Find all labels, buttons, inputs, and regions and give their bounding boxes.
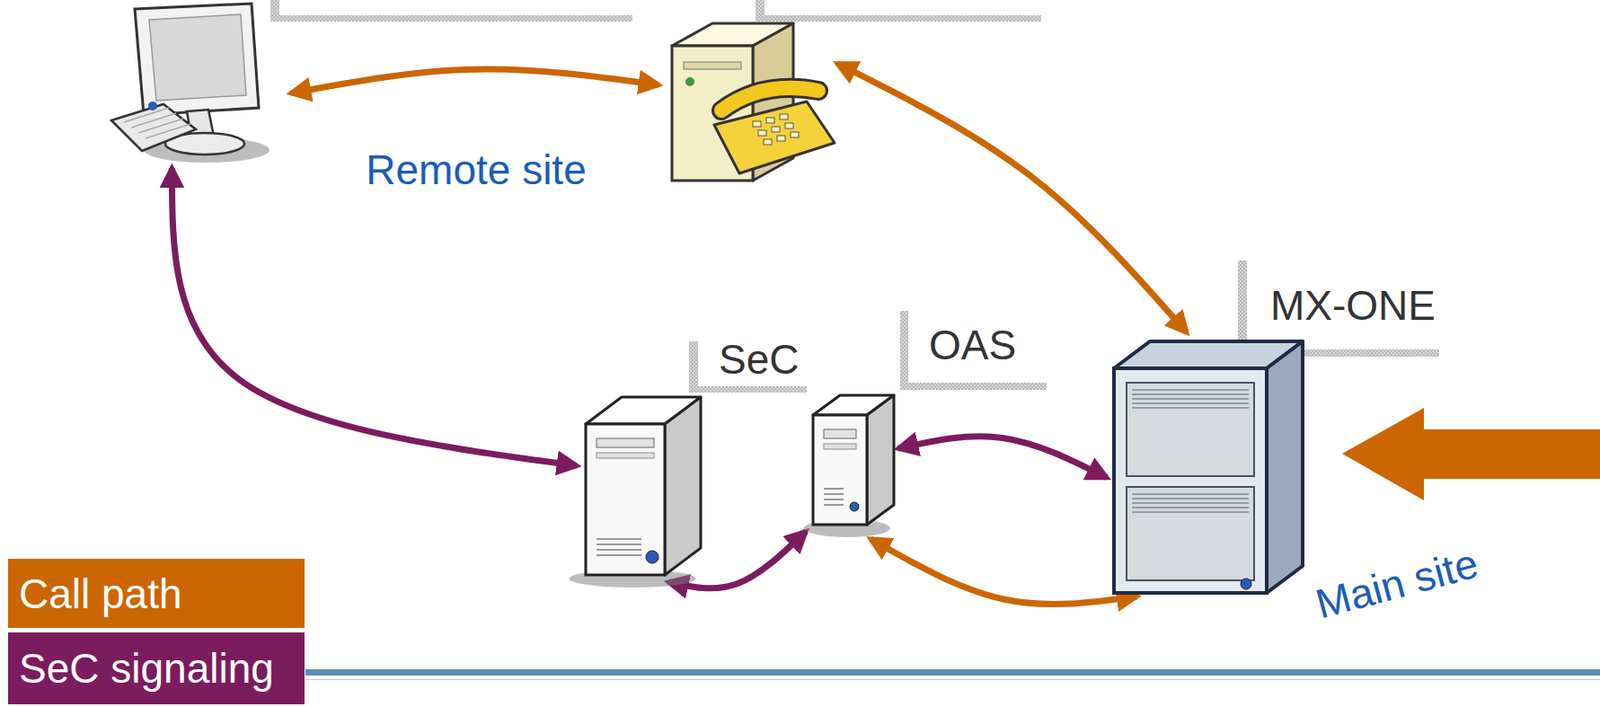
vent (1131, 388, 1249, 391)
vent (1131, 397, 1249, 400)
module (1126, 382, 1255, 477)
phone-key (777, 135, 786, 142)
vent (1131, 502, 1249, 504)
phone-key (785, 123, 794, 129)
vent (596, 554, 642, 557)
node-label: MX-ONE (1270, 282, 1436, 330)
flow-arrow (291, 69, 659, 94)
phone-key (752, 121, 761, 127)
vent (823, 487, 844, 490)
box-front (585, 424, 665, 575)
vent (1131, 402, 1249, 405)
node-label: Main site (1310, 539, 1483, 629)
node-label: Remote site (365, 146, 586, 195)
vent (1131, 493, 1249, 496)
box-side (664, 397, 701, 575)
footer-rule (305, 669, 1600, 676)
pc-icon (107, 1, 292, 168)
label-bracket (900, 382, 1047, 390)
legend-entry: SeC signaling (8, 632, 305, 705)
power-led (148, 101, 158, 111)
key-row (131, 113, 177, 128)
monitor-back (149, 14, 247, 101)
flow-arrow (898, 436, 1107, 478)
vent (596, 548, 642, 551)
label-bracket (689, 386, 807, 393)
server-icon: SeC (576, 388, 705, 583)
phone-key (763, 139, 772, 145)
legend-label: SeC signaling (18, 645, 275, 693)
phone-handset (721, 88, 819, 111)
server-icon-shape (576, 388, 705, 583)
drive-slot (823, 443, 857, 450)
vent (596, 543, 642, 546)
pbx-cabinet: MX-ONE (1106, 332, 1307, 597)
phone-key (771, 126, 780, 133)
box-side (866, 395, 894, 525)
incoming-call-arrow (1342, 407, 1600, 501)
vent (1131, 506, 1249, 509)
legend-entry: Call path (8, 558, 305, 628)
region-ground (396, 363, 1565, 707)
label-bracket (900, 310, 909, 389)
vent (823, 503, 844, 506)
site-region-shape (395, 395, 1568, 697)
legend-label: Call path (18, 569, 183, 618)
footer-rule (305, 679, 1600, 681)
node-label: SeC (718, 335, 799, 384)
drive-slot (596, 438, 655, 448)
power-led (1240, 578, 1252, 590)
keyboard (111, 104, 196, 151)
node-label: OAS (928, 321, 1017, 370)
region-shadow (390, 369, 1564, 707)
drive-slot (596, 452, 655, 459)
phone-key (758, 130, 767, 136)
power-led (685, 77, 695, 87)
vent (1131, 511, 1249, 513)
phone-key (766, 117, 775, 124)
drive-slot (823, 429, 857, 439)
pbx-cabinet-shape (1106, 332, 1307, 597)
vent (1131, 406, 1249, 409)
phone-handset (721, 88, 819, 111)
box-side (1266, 341, 1303, 593)
flow-arrow (171, 167, 577, 466)
flow-arrow (837, 63, 1187, 333)
drive-slot (683, 61, 742, 70)
phone-key (790, 132, 799, 138)
label-bracket (755, 15, 1042, 22)
phone-server-icon (658, 9, 838, 189)
vent (823, 498, 844, 501)
vent (1131, 393, 1249, 396)
key-row (123, 107, 169, 123)
site-region: Main siteSeCOASMX-ONE (395, 395, 1568, 697)
vent (1131, 497, 1249, 500)
pc-icon-shape (107, 1, 292, 168)
vent (596, 538, 642, 540)
site-region: Remote site (53, 49, 899, 221)
label-bracket (689, 341, 699, 393)
flow-arrow (870, 539, 1137, 605)
label-bracket (270, 15, 633, 22)
key-row (138, 118, 184, 133)
power-led (849, 502, 859, 512)
box-front (813, 415, 867, 525)
box-front (1113, 368, 1267, 593)
phone-key (779, 114, 788, 120)
server-icon-shape (805, 388, 899, 540)
monitor (134, 3, 259, 115)
server-icon: OAS (805, 388, 899, 540)
phone-server-icon-shape (658, 9, 838, 189)
key-row (145, 123, 191, 139)
vent (823, 493, 844, 496)
power-led (645, 550, 659, 564)
module (1126, 486, 1255, 581)
